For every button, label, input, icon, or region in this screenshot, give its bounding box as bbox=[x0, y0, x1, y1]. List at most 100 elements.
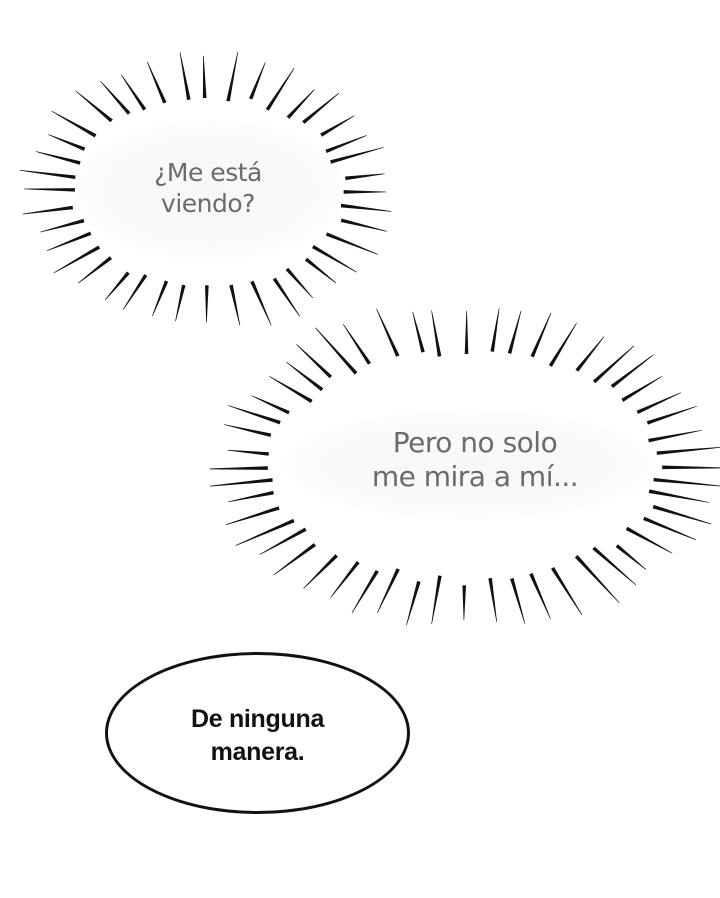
burst-ray bbox=[304, 257, 337, 284]
burst-ray bbox=[464, 310, 469, 354]
burst-ray bbox=[273, 543, 316, 576]
burst-ray bbox=[269, 376, 313, 403]
burst-ray bbox=[40, 218, 85, 233]
burst-ray bbox=[351, 569, 379, 614]
burst-bubble-2-background bbox=[285, 410, 655, 520]
burst-ray bbox=[330, 560, 360, 598]
burst-ray bbox=[100, 81, 131, 115]
burst-ray bbox=[431, 575, 442, 624]
burst-ray bbox=[340, 218, 387, 232]
burst-ray bbox=[122, 274, 148, 310]
burst-ray bbox=[20, 169, 76, 180]
burst-ray bbox=[643, 516, 697, 541]
burst-ray bbox=[510, 578, 526, 624]
burst-ray bbox=[342, 323, 371, 365]
burst-ray bbox=[248, 62, 266, 100]
burst-ray bbox=[272, 277, 301, 317]
burst-ray bbox=[462, 585, 467, 621]
burst-ray bbox=[223, 424, 272, 438]
burst-ray bbox=[235, 518, 295, 546]
burst-ray bbox=[652, 504, 712, 525]
burst-ray bbox=[152, 280, 169, 316]
burst-ray bbox=[259, 527, 307, 555]
burst-ray bbox=[548, 322, 577, 367]
burst-ray bbox=[75, 90, 113, 123]
speech-bubble-3: De ninguna manera. bbox=[105, 652, 410, 814]
burst-ray bbox=[488, 577, 498, 623]
burst-ray bbox=[175, 284, 186, 322]
burst-ray bbox=[376, 568, 400, 614]
burst-ray bbox=[51, 110, 97, 138]
burst-rays-1 bbox=[20, 51, 392, 326]
burst-ray bbox=[296, 344, 333, 379]
burst-ray bbox=[312, 244, 357, 273]
burst-ray bbox=[229, 284, 241, 326]
burst-ray bbox=[592, 345, 635, 384]
burst-ray bbox=[625, 526, 673, 554]
burst-ray bbox=[53, 245, 101, 274]
burst-ray bbox=[285, 267, 314, 299]
burst-ray bbox=[35, 151, 81, 165]
burst-bubble-1: ¿Me está viendo? bbox=[20, 50, 400, 330]
burst-bubble-1-background bbox=[75, 120, 345, 260]
burst-ray bbox=[179, 52, 191, 101]
burst-ray bbox=[146, 61, 167, 104]
burst-ray bbox=[210, 466, 268, 470]
burst-ray bbox=[48, 134, 86, 151]
burst-ray bbox=[250, 280, 272, 326]
burst-ray bbox=[412, 311, 425, 353]
burst-ray bbox=[325, 135, 367, 154]
burst-ray bbox=[24, 188, 75, 192]
burst-ray bbox=[343, 190, 386, 194]
burst-ray bbox=[285, 361, 324, 392]
speech-bubble-3-text: De ninguna manera. bbox=[190, 705, 325, 766]
burst-ray bbox=[648, 429, 702, 443]
burst-ray bbox=[251, 395, 290, 415]
burst-ray bbox=[610, 354, 654, 389]
burst-ray bbox=[46, 231, 92, 251]
burst-ray bbox=[507, 310, 522, 354]
burst-ray bbox=[490, 308, 500, 352]
burst-ray bbox=[325, 232, 378, 255]
burst-ray bbox=[205, 285, 209, 323]
burst-ray bbox=[302, 92, 340, 124]
burst-ray bbox=[225, 506, 280, 525]
burst-ray bbox=[529, 572, 551, 619]
burst-ray bbox=[315, 327, 358, 375]
burst-ray bbox=[550, 567, 583, 616]
burst-ray bbox=[653, 477, 720, 487]
burst-rays-2 bbox=[210, 308, 720, 626]
burst-ray bbox=[648, 489, 710, 503]
burst-ray bbox=[431, 310, 442, 357]
burst-ray bbox=[227, 449, 269, 456]
burst-ray bbox=[202, 55, 207, 99]
burst-ray bbox=[592, 546, 637, 586]
burst-ray bbox=[621, 376, 663, 402]
burst-ray bbox=[104, 271, 130, 301]
burst-ray bbox=[22, 205, 74, 215]
burst-ray bbox=[662, 465, 720, 470]
burst-ray bbox=[376, 308, 400, 357]
burst-ray bbox=[340, 203, 392, 212]
burst-ray bbox=[228, 405, 281, 425]
burst-bubble-2-text: Pero no solo me mira a mí... bbox=[371, 426, 579, 494]
burst-ray bbox=[345, 173, 385, 181]
burst-ray bbox=[646, 405, 697, 425]
burst-ray bbox=[265, 67, 295, 111]
burst-ray bbox=[530, 312, 552, 358]
burst-ray bbox=[303, 554, 338, 589]
burst-ray bbox=[228, 490, 274, 503]
burst-ray bbox=[226, 51, 239, 102]
burst-ray bbox=[121, 74, 147, 111]
burst-ray bbox=[330, 147, 384, 164]
burst-bubble-1-text: ¿Me está viendo? bbox=[154, 158, 262, 218]
burst-ray bbox=[575, 336, 605, 372]
burst-ray bbox=[615, 544, 647, 570]
burst-ray bbox=[286, 89, 315, 119]
burst-ray bbox=[406, 581, 421, 626]
burst-ray bbox=[210, 478, 273, 487]
burst-ray bbox=[574, 555, 620, 604]
burst-bubble-2: Pero no solo me mira a mí... bbox=[210, 300, 720, 630]
burst-ray bbox=[636, 392, 681, 414]
